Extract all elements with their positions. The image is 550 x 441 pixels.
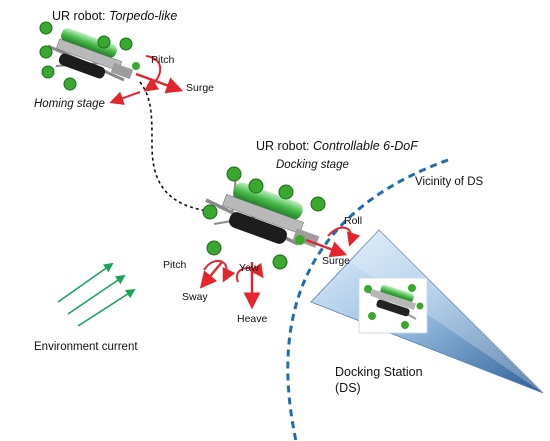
- surge-label: Surge: [322, 255, 350, 267]
- top-reverse-arrow: [109, 91, 141, 105]
- surge-arrow: [305, 238, 348, 258]
- top-pitch-label: Pitch: [151, 54, 175, 66]
- top-surge-label: Surge: [186, 82, 214, 94]
- sway-label: Sway: [182, 291, 208, 303]
- top-motion-arrows: [109, 55, 184, 105]
- docking-station-abbr: (DS): [335, 381, 361, 395]
- roll-arrow: [327, 226, 361, 247]
- middle-motion-arrows: [199, 226, 361, 310]
- top-pitch-arrow: [143, 55, 162, 92]
- robot2-title: UR robot: Controllable 6-DoF: [256, 139, 419, 153]
- yaw-arrow: [235, 262, 264, 283]
- yaw-label: Yaw: [239, 262, 259, 274]
- environment-current-arrows: [57, 262, 136, 327]
- sway-arrow: [199, 261, 223, 289]
- robot1-title: UR robot: Torpedo-like: [52, 9, 177, 23]
- top-surge-arrow: [135, 72, 184, 94]
- docking-station-label: Docking Station: [335, 365, 423, 379]
- roll-label: Roll: [344, 215, 362, 227]
- controllable-6dof-robot-icon: [202, 166, 326, 270]
- homing-stage-label: Homing stage: [34, 98, 105, 110]
- environment-current-label: Environment current: [34, 341, 138, 353]
- heave-label: Heave: [237, 313, 268, 325]
- trajectory-path: [139, 81, 217, 213]
- pitch-arrow: [203, 259, 236, 283]
- vicinity-label: Vicinity of DS: [415, 176, 484, 188]
- pitch-label: Pitch: [163, 259, 187, 271]
- docked-robot-icon: [358, 277, 428, 334]
- docking-stage-label: Docking stage: [276, 159, 349, 171]
- torpedo-like-robot-icon: [39, 21, 140, 91]
